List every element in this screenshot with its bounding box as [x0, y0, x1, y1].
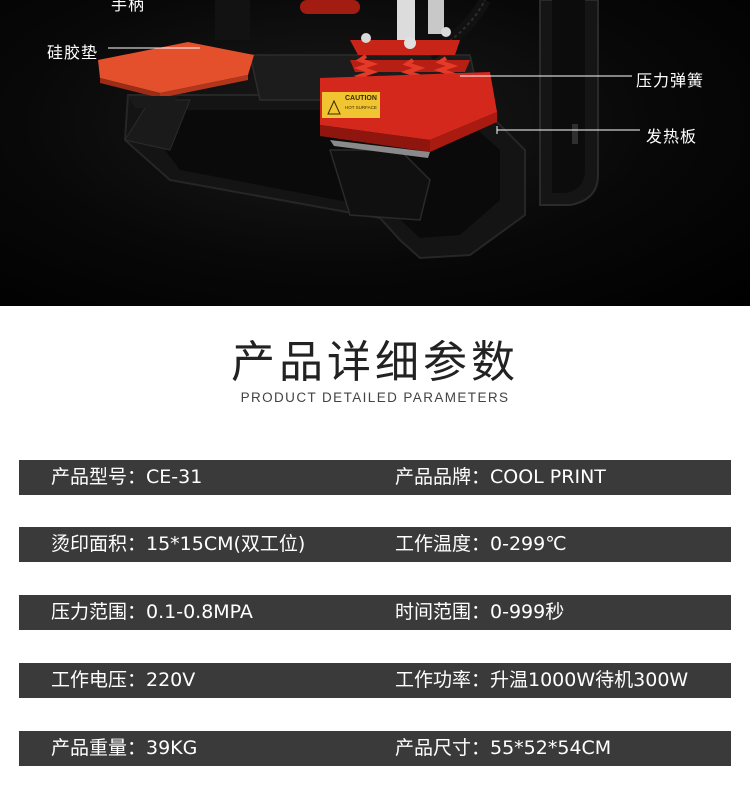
parameter-row: 压力范围：0.1-0.8MPA 时间范围：0-999秒	[19, 595, 731, 630]
section-title: 产品详细参数	[231, 337, 519, 388]
param-pressure-range: 压力范围：0.1-0.8MPA	[51, 601, 253, 623]
caution-sub-label: HOT SURFACE	[345, 105, 377, 110]
parameter-row: 产品型号：CE-31 产品品牌：COOL PRINT	[19, 460, 731, 495]
parameter-row: 工作电压：220V 工作功率：升温1000W待机300W	[19, 663, 731, 698]
product-photo: 手柄 硅胶垫 压力弹簧 发热板 CAUTION HOT SURFACE	[0, 0, 750, 306]
callout-handle-partial: 手柄	[111, 0, 146, 14]
param-model: 产品型号：CE-31	[51, 466, 203, 488]
parameter-row: 烫印面积：15*15CM(双工位) 工作温度：0-299℃	[19, 527, 731, 562]
callout-pressure-spring: 压力弹簧	[636, 71, 705, 90]
param-size: 产品尺寸：55*52*54CM	[395, 737, 612, 759]
callout-heating-plate: 发热板	[646, 127, 698, 146]
param-brand: 产品品牌：COOL PRINT	[395, 466, 606, 488]
param-voltage: 工作电压：220V	[51, 669, 196, 691]
param-print-area: 烫印面积：15*15CM(双工位)	[51, 533, 306, 555]
param-time-range: 时间范围：0-999秒	[395, 601, 565, 623]
section-subtitle: PRODUCT DETAILED PARAMETERS	[240, 390, 510, 405]
param-weight: 产品重量：39KG	[51, 737, 198, 759]
heat-press-illustration	[98, 0, 640, 260]
caution-label: CAUTION	[345, 95, 377, 102]
param-work-temperature: 工作温度：0-299℃	[395, 533, 567, 555]
param-power: 工作功率：升温1000W待机300W	[395, 669, 689, 691]
parameter-row: 产品重量：39KG 产品尺寸：55*52*54CM	[19, 731, 731, 766]
callout-silicone-pad: 硅胶垫	[47, 43, 99, 62]
